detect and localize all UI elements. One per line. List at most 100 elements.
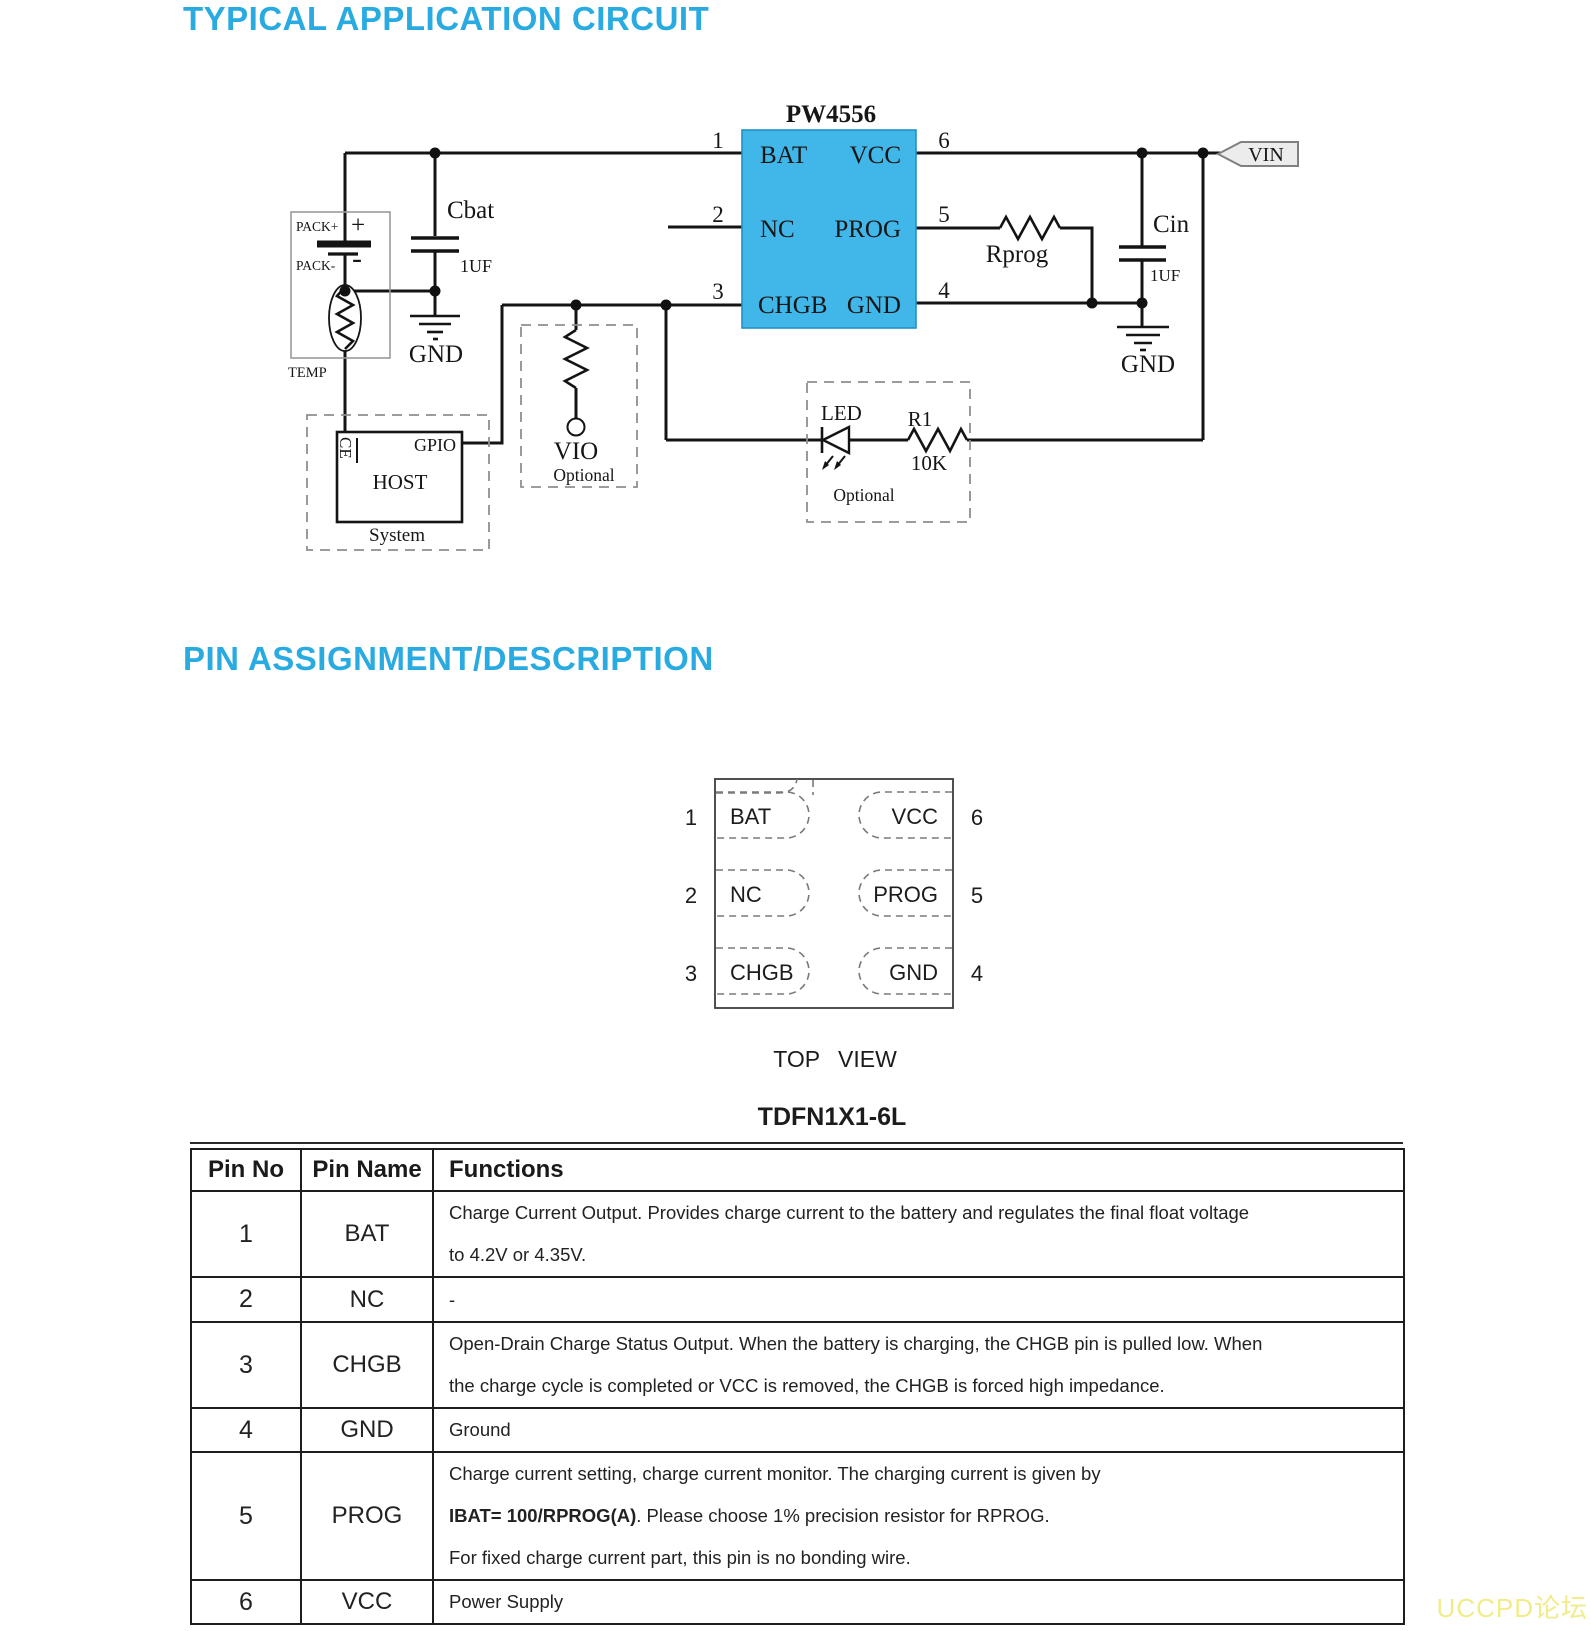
vio-optional-block: VIO Optional <box>520 324 638 488</box>
pw4556-chip: PW4556 BAT NC CHGB VCC PROG GND 1 2 3 6 … <box>712 101 950 329</box>
pin-no: 6 <box>190 1579 302 1625</box>
section-title-application-circuit: TYPICAL APPLICATION CIRCUIT <box>183 0 710 37</box>
pad-gnd <box>858 947 952 995</box>
pkg-pin-4: 4 <box>971 961 983 986</box>
header-pin-name: Pin Name <box>300 1148 434 1192</box>
package-diagram: BAT NC CHGB VCC PROG GND 1 2 3 6 5 4 TOP… <box>685 778 983 1131</box>
chip-pin-bat: BAT <box>760 142 807 169</box>
chip-name: PW4556 <box>786 101 876 128</box>
battery-pack: PACK+ + PACK- - TEMP <box>288 211 391 381</box>
function-line: Power Supply <box>449 1591 564 1612</box>
cbat-value: 1UF <box>460 256 492 276</box>
table-header-row: Pin No Pin Name Functions <box>190 1148 1405 1192</box>
pin-no: 1 <box>190 1190 302 1278</box>
table-row: 6 VCC Power Supply <box>190 1579 1405 1625</box>
led-optional-label: Optional <box>833 485 894 505</box>
chip-pin-gnd: GND <box>847 292 901 319</box>
chip-pin-prog: PROG <box>834 216 901 243</box>
pin-no: 5 <box>190 1451 302 1581</box>
pad-prog <box>858 869 952 917</box>
schematic-svg: PACK+ + PACK- - TEMP Cbat 1UF GND System… <box>288 101 1299 1131</box>
junction-dots <box>339 147 1209 311</box>
rprog-label: Rprog <box>986 241 1049 268</box>
cbat-capacitor: Cbat 1UF <box>411 197 494 276</box>
chip-pin-nc: NC <box>760 216 795 243</box>
function-line: IBAT= 100/RPROG(A). Please choose 1% pre… <box>449 1505 1050 1526</box>
cin-capacitor: Cin 1UF <box>1119 211 1190 285</box>
section-title-pin-assignment: PIN ASSIGNMENT/DESCRIPTION <box>183 640 714 677</box>
cbat-label: Cbat <box>447 197 494 224</box>
pad-label-vcc: VCC <box>892 804 939 829</box>
top-view-caption: TOP VIEW <box>773 1046 897 1072</box>
ce-label: CE <box>336 437 355 459</box>
led-label: LED <box>821 401 862 425</box>
function-line: Charge current setting, charge current m… <box>449 1463 1101 1484</box>
pin-name: BAT <box>300 1190 434 1278</box>
pack-minus-label: PACK- <box>296 258 336 273</box>
vin-flag: VIN <box>1215 141 1299 167</box>
host-label: HOST <box>373 470 428 494</box>
pin-name: CHGB <box>300 1321 434 1409</box>
pad-label-nc: NC <box>730 882 762 907</box>
pkg-pin-3: 3 <box>685 961 697 986</box>
pad-label-gnd: GND <box>889 960 938 985</box>
vio-label: VIO <box>554 438 598 465</box>
function-line: to 4.2V or 4.35V. <box>449 1244 587 1265</box>
pkg-pin-5: 5 <box>971 883 983 908</box>
table-row: 4 GND Ground <box>190 1407 1405 1453</box>
table-row: 2 NC - <box>190 1276 1405 1323</box>
table-row: 5 PROG Charge current setting, charge cu… <box>190 1451 1405 1581</box>
plus-sign: + <box>351 212 365 239</box>
pin-number-3: 3 <box>712 279 724 304</box>
pin-number-2: 2 <box>712 202 724 227</box>
function-line: For fixed charge current part, this pin … <box>449 1547 911 1568</box>
pad-bat <box>716 791 810 839</box>
pkg-pin-1: 1 <box>685 805 697 830</box>
table-top-rule <box>190 1142 1403 1144</box>
pad-label-bat: BAT <box>730 804 771 829</box>
gpio-label: GPIO <box>414 435 456 455</box>
rprog-resistor: Rprog <box>986 214 1062 268</box>
pin-name: GND <box>300 1407 434 1453</box>
table-row: 1 BAT Charge Current Output. Provides ch… <box>190 1190 1405 1278</box>
led-optional-block: LED R1 10K Optional <box>806 381 971 523</box>
pin-description-table: Pin No Pin Name Functions 1 BAT Charge C… <box>190 1148 1405 1625</box>
pin-number-5: 5 <box>938 202 950 227</box>
function-line: - <box>449 1288 456 1310</box>
system-box: System <box>306 414 490 551</box>
pin-no: 3 <box>190 1321 302 1409</box>
r1-resistor <box>906 426 969 454</box>
chip-pin-chgb: CHGB <box>758 292 827 319</box>
header-pin-no: Pin No <box>190 1148 302 1192</box>
temp-label: TEMP <box>288 365 327 381</box>
watermark: UCCPD论坛 <box>1436 1593 1588 1623</box>
thermistor <box>328 284 362 352</box>
pin-no: 2 <box>190 1276 302 1323</box>
pin-name: VCC <box>300 1579 434 1625</box>
function-line: Ground <box>449 1419 511 1440</box>
ground-symbol-right: GND <box>1117 325 1175 378</box>
pad-nc <box>716 869 810 917</box>
vin-label: VIN <box>1248 144 1284 166</box>
cin-label: Cin <box>1153 211 1190 238</box>
system-label: System <box>369 525 425 546</box>
r1-label: R1 <box>908 407 933 431</box>
pkg-pin-6: 6 <box>971 805 983 830</box>
package-name: TDFN1X1-6L <box>758 1103 907 1131</box>
pin-name: NC <box>300 1276 434 1323</box>
pad-vcc <box>858 791 952 839</box>
pack-plus-label: PACK+ <box>296 219 338 234</box>
led-diode <box>820 425 851 455</box>
cin-value: 1UF <box>1150 266 1180 285</box>
host-block: CE GPIO HOST <box>335 430 464 524</box>
pin-number-1: 1 <box>712 128 724 153</box>
pad-label-chgb: CHGB <box>730 960 794 985</box>
pin-number-4: 4 <box>938 278 950 303</box>
ground-symbol-left: GND <box>409 314 463 368</box>
function-line: Open-Drain Charge Status Output. When th… <box>449 1333 1263 1354</box>
pin-no: 4 <box>190 1407 302 1453</box>
pad-label-prog: PROG <box>873 882 938 907</box>
pad-chgb <box>716 947 810 995</box>
function-line: Charge Current Output. Provides charge c… <box>449 1202 1250 1223</box>
chip-pin-vcc: VCC <box>850 142 901 169</box>
